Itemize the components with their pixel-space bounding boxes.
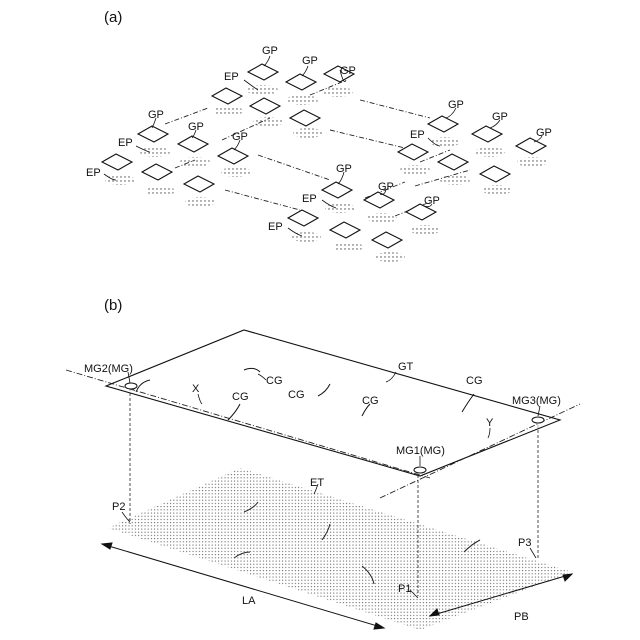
panel-a: (a) (86, 9, 552, 262)
gp-label: GP (424, 195, 440, 207)
gp-label: GP (188, 121, 204, 133)
gp-label: GP (378, 181, 394, 193)
gp-label: GP (492, 111, 508, 123)
label-mg3: MG3(MG) (512, 395, 561, 407)
label-p3: P3 (518, 537, 531, 549)
mark-mg3 (532, 417, 544, 423)
ep-label: EP (224, 71, 239, 83)
label-gt: GT (398, 361, 414, 373)
mark-mg2 (125, 383, 137, 389)
gp-label: GP (340, 65, 356, 77)
gp-label: GP (302, 55, 318, 67)
exposure-target-region (108, 468, 572, 630)
label-mg2: MG2(MG) (84, 363, 133, 375)
ep-label: EP (410, 129, 425, 141)
panel-b-caption: (b) (104, 297, 122, 314)
gp-label: GP (536, 127, 552, 139)
ep-label: EP (118, 137, 133, 149)
panel-b: (b) (66, 297, 580, 630)
gp-label: GP (148, 109, 164, 121)
label-mg1: MG1(MG) (396, 445, 445, 457)
label-cg: CG (288, 389, 305, 401)
panel-a-leader-lines (104, 56, 542, 236)
label-pb: PB (514, 611, 529, 623)
label-la: LA (242, 595, 256, 607)
gp-label: GP (232, 131, 248, 143)
ep-label: EP (268, 221, 283, 233)
label-et: ET (310, 477, 324, 489)
plate-gt (106, 330, 560, 476)
panel-a-ep-labels: EP EP EP EP EP EP (86, 71, 425, 233)
mark-mg1 (414, 467, 426, 473)
ep-label: EP (86, 167, 101, 179)
label-cg: CG (466, 375, 483, 387)
label-x: X (192, 383, 200, 395)
label-y: Y (486, 417, 494, 429)
gp-label: GP (262, 45, 278, 57)
label-p1: P1 (398, 583, 411, 595)
gp-label: GP (336, 163, 352, 175)
ep-label: EP (302, 193, 317, 205)
label-cg: CG (232, 391, 249, 403)
label-cg: CG (266, 375, 283, 387)
gp-label: GP (448, 99, 464, 111)
panel-a-caption: (a) (104, 9, 122, 26)
label-p2: P2 (112, 501, 125, 513)
label-cg: CG (362, 395, 379, 407)
